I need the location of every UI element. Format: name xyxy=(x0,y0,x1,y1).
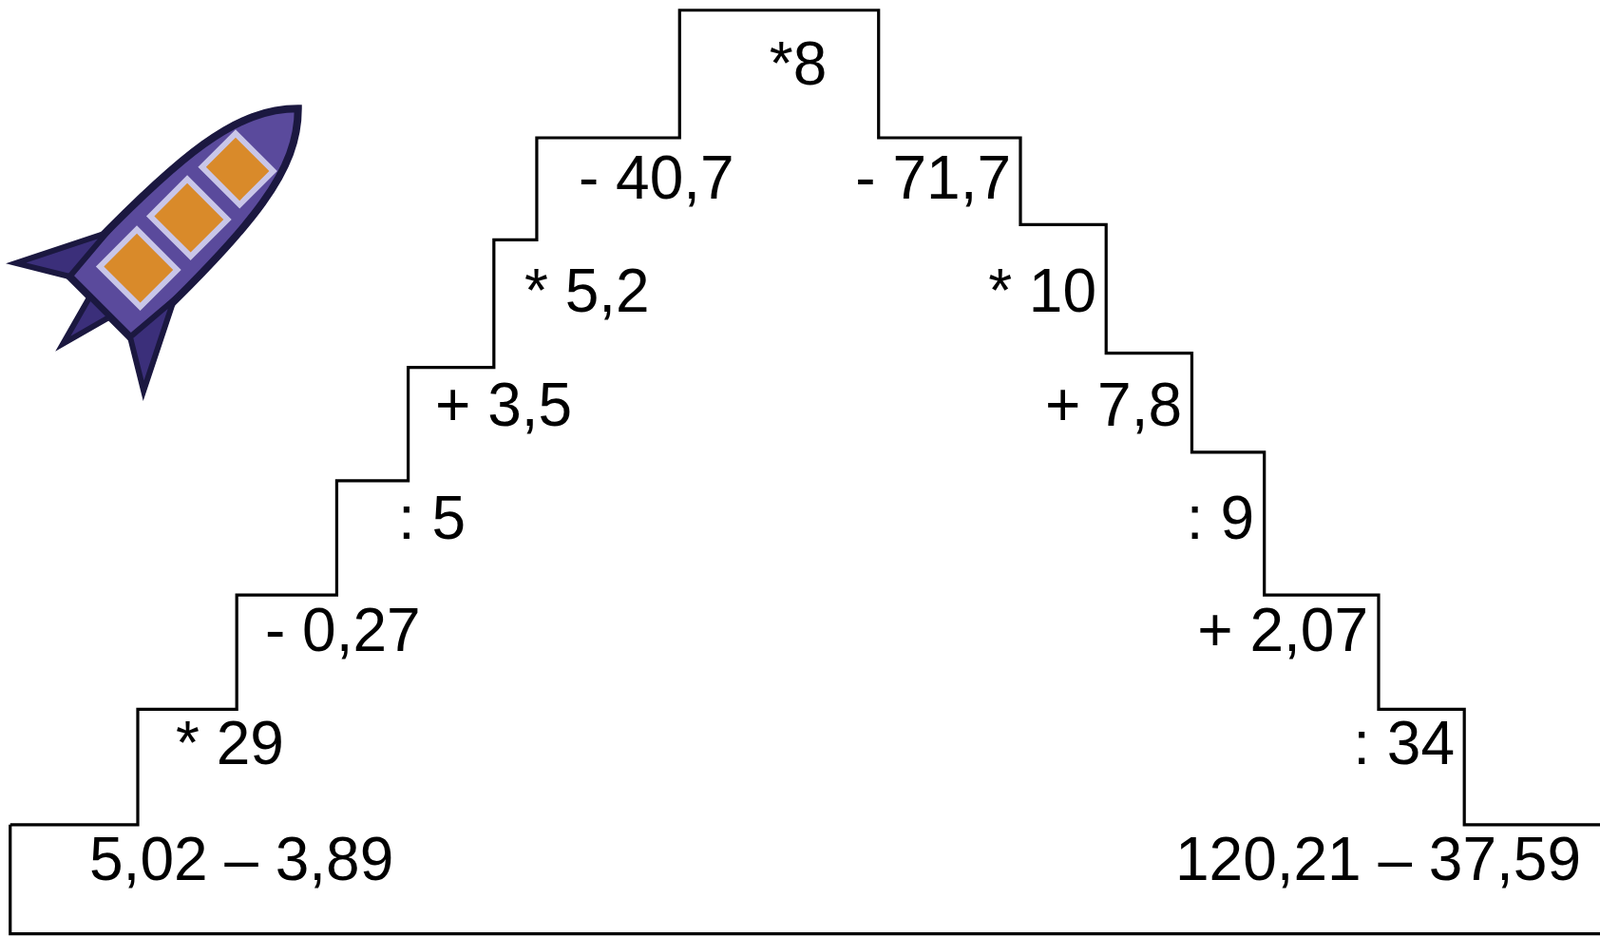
step-label: * 10 xyxy=(986,260,1099,322)
step-label: : 9 xyxy=(1184,487,1257,549)
step-label: 5,02 – 3,89 xyxy=(87,828,396,890)
step-label: * 29 xyxy=(173,712,286,774)
step-label: + 2,07 xyxy=(1195,599,1371,661)
step-label: *8 xyxy=(767,33,830,95)
staircase-outline xyxy=(10,10,1600,934)
step-label: + 7,8 xyxy=(1043,374,1184,436)
step-label: + 3,5 xyxy=(433,374,574,436)
step-label: : 5 xyxy=(396,487,468,549)
step-label: - 71,7 xyxy=(853,147,1013,209)
step-label: - 0,27 xyxy=(263,599,423,661)
step-label: * 5,2 xyxy=(522,260,652,322)
step-label: 120,21 – 37,59 xyxy=(1173,828,1583,890)
rocket-illustration xyxy=(0,44,362,408)
step-label: - 40,7 xyxy=(576,147,737,209)
step-label: : 34 xyxy=(1351,712,1457,774)
